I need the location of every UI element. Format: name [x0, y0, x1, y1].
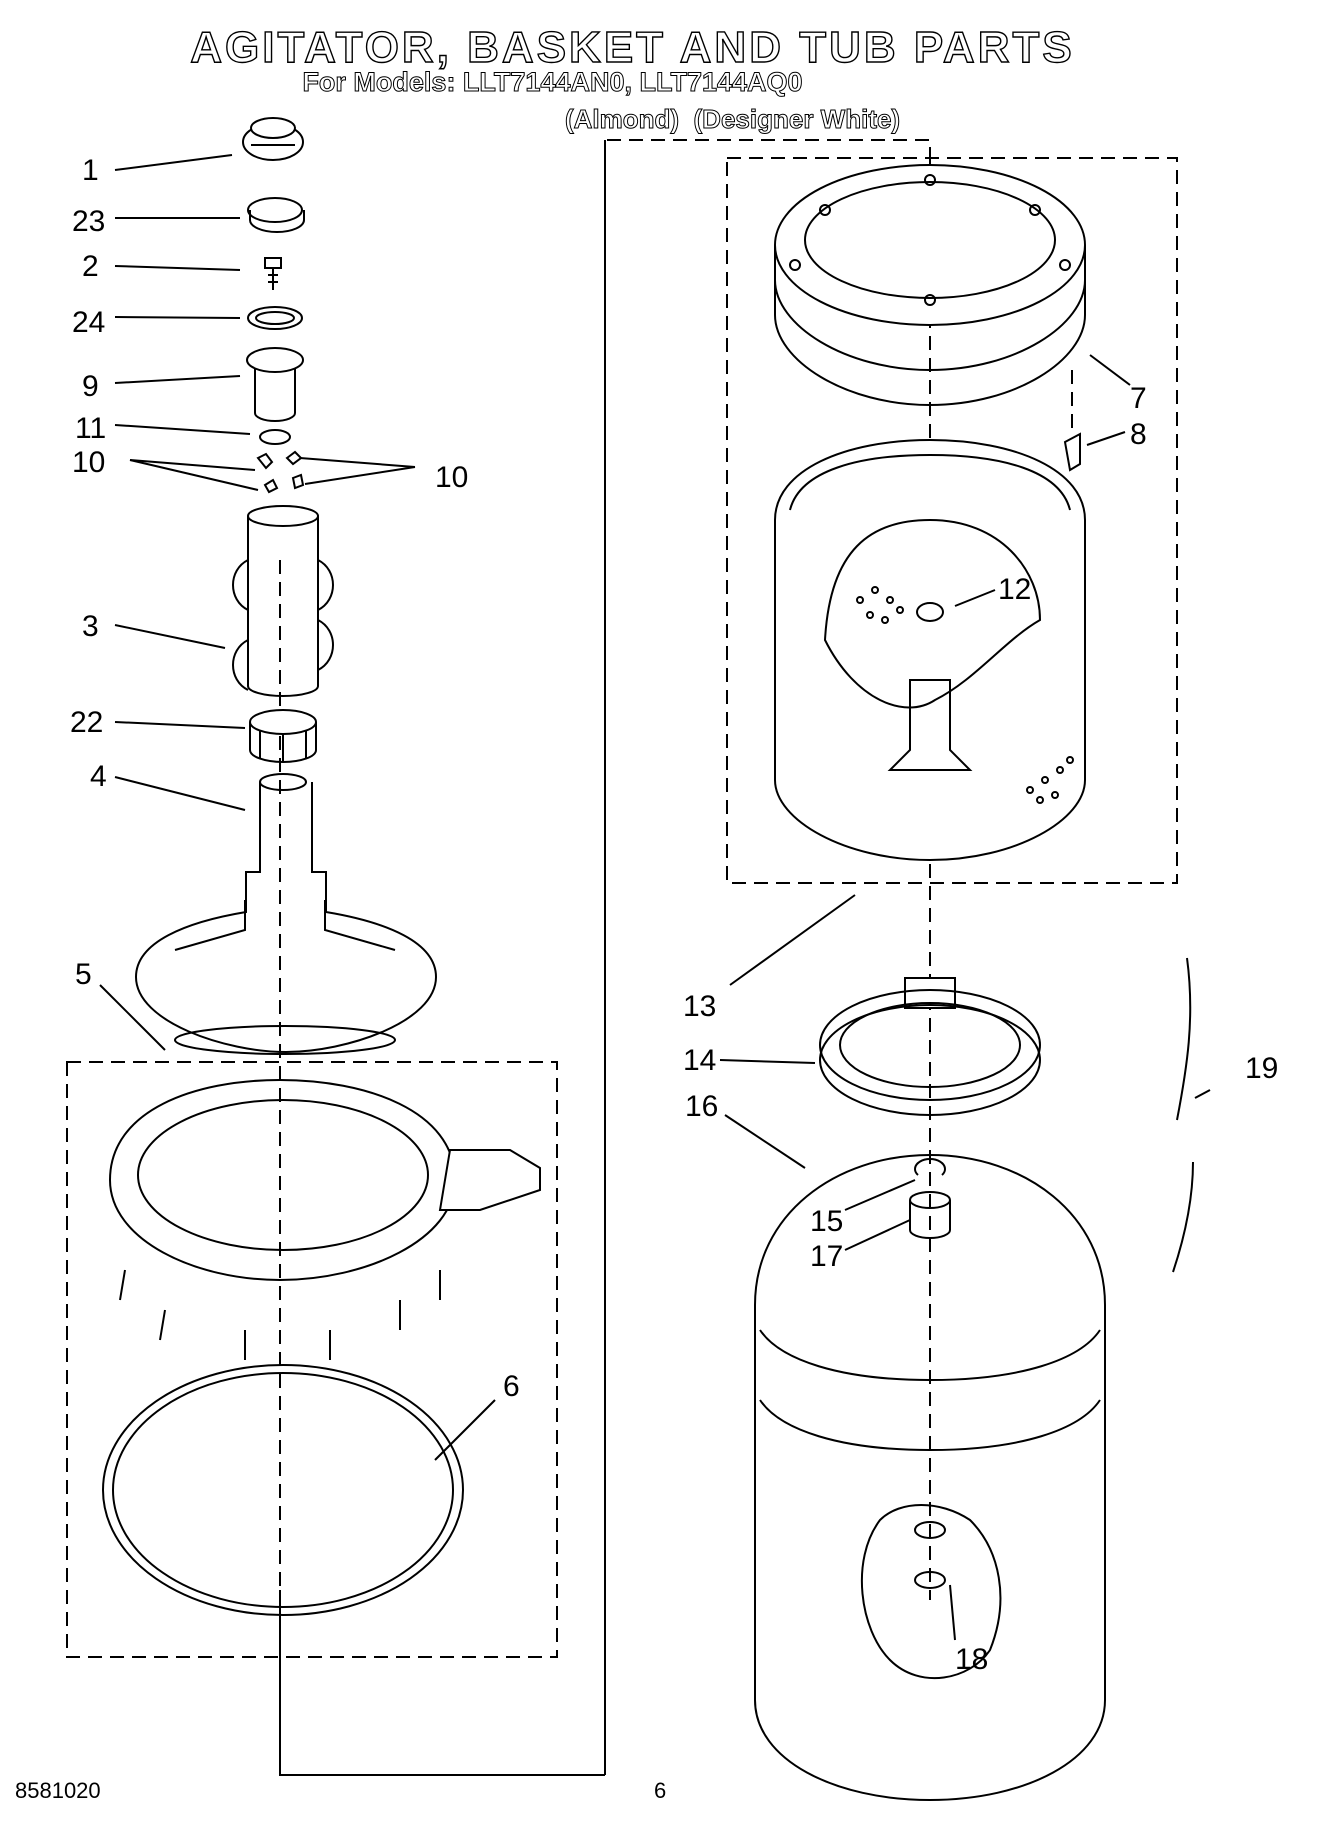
agitator-barrel-part: [232, 505, 334, 697]
basket-part: [774, 438, 1086, 862]
washer-ring-part: [247, 306, 303, 330]
snap-ring-part: [914, 1158, 946, 1176]
callout-5: 5: [75, 958, 92, 991]
tub-bearing-part: [819, 989, 1041, 1116]
tub-ring-part: [108, 1078, 541, 1360]
balance-ring-part: [774, 164, 1086, 407]
model-colors: (Almond) (Designer White): [564, 104, 901, 135]
drain-hose-part: [1172, 957, 1194, 1273]
callout-15: 15: [810, 1205, 844, 1238]
model-numbers: For Models: LLT7144AN0, LLT7144AQ0: [302, 67, 803, 98]
dogs-part: [256, 450, 305, 494]
callout-10-right: 10: [435, 461, 469, 494]
page-number: 6: [654, 1778, 667, 1803]
agitator-spline-part: [249, 709, 317, 763]
cam-part: [246, 347, 304, 422]
callout-22: 22: [70, 706, 104, 739]
agitator-base-part: [134, 773, 438, 1055]
callout-17: 17: [810, 1240, 844, 1273]
tub-ring-gasket-part: [102, 1364, 464, 1616]
callout-11: 11: [75, 412, 107, 445]
callout-13: 13: [683, 990, 717, 1023]
agitator-bolt-part: [264, 257, 282, 290]
callout-6: 6: [503, 1370, 520, 1403]
callout-2: 2: [82, 250, 99, 283]
callout-18: 18: [955, 1643, 989, 1676]
callout-12: 12: [998, 573, 1032, 606]
callout-9: 9: [82, 370, 99, 403]
callout-19: 19: [1245, 1052, 1279, 1085]
agitator-cap-adapter-part: [247, 197, 305, 233]
callout-8: 8: [1130, 418, 1147, 451]
callout-14: 14: [683, 1044, 717, 1077]
callout-1: 1: [82, 154, 99, 187]
callout-leader-lines: [99, 154, 1211, 1641]
callout-16: 16: [685, 1090, 719, 1123]
centre-post-part: [909, 1191, 951, 1239]
agitator-cap-part: [242, 117, 304, 161]
dashed-guide-lines: [66, 139, 1178, 1776]
callout-24: 24: [72, 306, 106, 339]
callout-23: 23: [72, 205, 106, 238]
diagram-title: AGITATOR, BASKET AND TUB PARTS: [190, 22, 1075, 72]
document-number: 8581020: [15, 1778, 101, 1803]
callout-10-left: 10: [72, 446, 106, 479]
drive-block-part: [904, 977, 956, 1009]
callout-4: 4: [90, 760, 107, 793]
o-ring-part: [259, 429, 291, 445]
callout-3: 3: [82, 610, 99, 643]
callout-7: 7: [1130, 382, 1147, 415]
outer-tub-part: [754, 1153, 1106, 1802]
balance-ring-clip-part: [1063, 432, 1081, 472]
